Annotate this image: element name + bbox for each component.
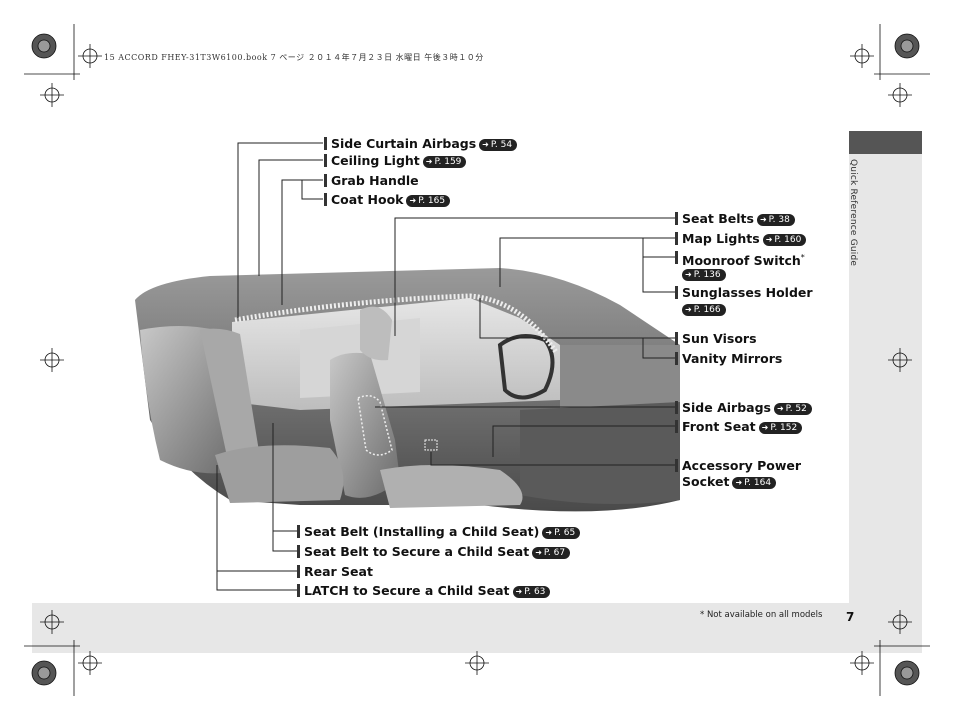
- label-text: Map Lights: [682, 231, 760, 246]
- page-ref: P. 165: [418, 196, 446, 206]
- page-ref-badge[interactable]: ➜P. 52: [773, 403, 812, 415]
- footnote: * Not available on all models: [700, 610, 823, 620]
- arrow-icon: ➜: [685, 305, 692, 314]
- label-text: Sun Visors: [682, 331, 757, 346]
- arrow-icon: ➜: [425, 157, 433, 166]
- page-ref: P. 152: [770, 423, 798, 433]
- label-text: Accessory Power: [682, 458, 802, 473]
- arrow-icon: ➜: [776, 404, 784, 413]
- label-seat-belt-secure-child-seat: Seat Belt to Secure a Child Seat➜P. 67: [297, 544, 571, 559]
- label-accessory-power-socket-line2: Socket➜P. 164: [675, 474, 777, 489]
- page-ref-badge[interactable]: ➜P. 136: [682, 269, 726, 281]
- page-ref: P. 65: [554, 528, 576, 538]
- page-ref: P. 67: [543, 548, 566, 558]
- arrow-icon: ➜: [545, 528, 553, 537]
- label-sun-visors: Sun Visors: [675, 331, 757, 346]
- label-side-curtain-airbags: Side Curtain Airbags➜P. 54: [324, 136, 518, 151]
- label-map-lights: Map Lights➜P. 160: [675, 231, 807, 246]
- label-text: LATCH to Secure a Child Seat: [304, 583, 510, 598]
- footnote-asterisk: *: [800, 253, 805, 262]
- arrow-icon: ➜: [759, 215, 767, 224]
- label-seat-belts: Seat Belts➜P. 38: [675, 211, 795, 226]
- section-side-label: Quick Reference Guide: [848, 159, 858, 267]
- label-text: Seat Belts: [682, 211, 754, 226]
- label-grab-handle: Grab Handle: [324, 173, 419, 188]
- footer-band: [32, 603, 922, 653]
- label-side-airbags: Side Airbags➜P. 52: [675, 400, 812, 415]
- side-margin-band: [849, 131, 922, 651]
- label-moonroof-switch: Moonroof Switch*: [675, 250, 805, 268]
- label-text: Side Curtain Airbags: [331, 136, 477, 151]
- print-header-meta: 15 ACCORD FHEY-31T3W6100.book 7 ページ ２０１４…: [104, 53, 484, 62]
- label-sunglasses-holder: Sunglasses Holder: [675, 285, 813, 300]
- label-text: Sunglasses Holder: [682, 285, 813, 300]
- label-text: Moonroof Switch: [682, 253, 801, 268]
- page-ref-badge[interactable]: ➜P. 38: [756, 214, 795, 226]
- arrow-icon: ➜: [735, 478, 743, 487]
- label-ceiling-light: Ceiling Light➜P. 159: [324, 153, 467, 168]
- label-seat-belt-child-seat: Seat Belt (Installing a Child Seat)➜P. 6…: [297, 524, 581, 539]
- label-text: Seat Belt (Installing a Child Seat): [304, 524, 540, 539]
- registration-marks: [24, 24, 930, 696]
- page-number: 7: [846, 610, 855, 624]
- label-text: Ceiling Light: [331, 153, 420, 168]
- arrow-icon: ➜: [761, 423, 769, 432]
- label-text: Rear Seat: [304, 564, 373, 579]
- label-text: Socket: [682, 474, 730, 489]
- arrow-icon: ➜: [535, 548, 542, 557]
- label-vanity-mirrors: Vanity Mirrors: [675, 351, 782, 366]
- label-sunglasses-holder-ref: ➜P. 166: [675, 301, 726, 316]
- label-text: Grab Handle: [331, 173, 419, 188]
- label-latch: LATCH to Secure a Child Seat➜P. 63: [297, 583, 551, 598]
- label-coat-hook: Coat Hook➜P. 165: [324, 192, 451, 207]
- page-ref-badge[interactable]: ➜P. 165: [406, 195, 451, 207]
- page-ref-badge[interactable]: ➜P. 63: [512, 586, 551, 598]
- label-moonroof-switch-ref: ➜P. 136: [675, 266, 726, 281]
- page-ref-badge[interactable]: ➜P. 54: [479, 139, 518, 151]
- car-interior-illustration: [135, 268, 680, 512]
- arrow-icon: ➜: [409, 196, 417, 205]
- page-ref: P. 54: [490, 140, 513, 150]
- page-ref-badge[interactable]: ➜P. 164: [732, 477, 777, 489]
- label-text: Coat Hook: [331, 192, 404, 207]
- page-ref: P. 52: [785, 404, 807, 414]
- arrow-icon: ➜: [515, 587, 523, 596]
- page-ref-badge[interactable]: ➜P. 152: [758, 422, 803, 434]
- page-ref: P. 63: [524, 587, 546, 597]
- page-ref: P. 164: [744, 478, 772, 488]
- arrow-icon: ➜: [765, 235, 773, 244]
- page-ref-badge[interactable]: ➜P. 160: [762, 234, 807, 246]
- leader-lines: [216, 142, 676, 591]
- label-text: Seat Belt to Secure a Child Seat: [304, 544, 530, 559]
- page-ref-badge[interactable]: ➜P. 65: [542, 527, 581, 539]
- label-front-seat: Front Seat➜P. 152: [675, 419, 803, 434]
- label-text: Front Seat: [682, 419, 756, 434]
- label-text: Vanity Mirrors: [682, 351, 783, 366]
- page-ref: P. 166: [693, 305, 721, 315]
- page-ref-badge[interactable]: ➜P. 67: [532, 547, 571, 559]
- label-rear-seat: Rear Seat: [297, 564, 373, 579]
- page-ref-badge[interactable]: ➜P. 159: [422, 156, 467, 168]
- page-ref: P. 38: [768, 215, 790, 225]
- label-text: Side Airbags: [682, 400, 771, 415]
- label-accessory-power-socket: Accessory Power: [675, 458, 801, 473]
- arrow-icon: ➜: [482, 140, 489, 149]
- page-ref-badge[interactable]: ➜P. 166: [682, 304, 726, 316]
- page-ref: P. 136: [693, 270, 721, 280]
- page-ref: P. 159: [434, 157, 462, 167]
- arrow-icon: ➜: [685, 270, 692, 279]
- section-tab: [849, 131, 922, 154]
- page-ref: P. 160: [774, 235, 802, 245]
